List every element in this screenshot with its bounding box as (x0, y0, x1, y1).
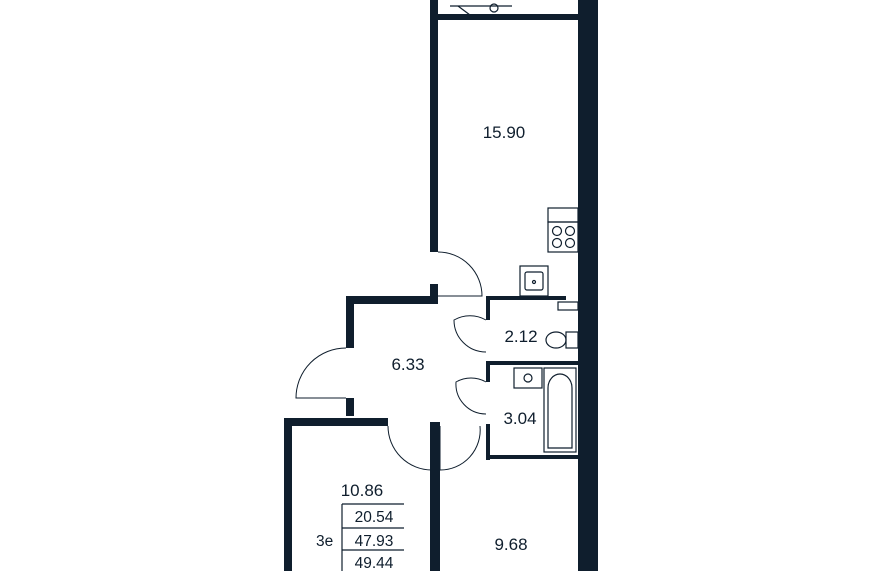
bath-wall-bottom (486, 455, 580, 459)
stove-icon (547, 207, 579, 253)
wc-bath-divider (486, 361, 580, 365)
bathroom-door (455, 377, 487, 415)
kitchen-wall-left (430, 14, 438, 252)
area-summary-box (341, 503, 404, 571)
room-area-hall: 6.33 (391, 355, 424, 374)
room-area-room-left: 10.86 (341, 481, 384, 500)
living-area: 20.54 (355, 509, 394, 526)
room-left-door (387, 425, 433, 471)
bath-wall-left-lower (486, 424, 490, 460)
kitchen-sink-icon (519, 265, 549, 297)
wall-top-left (430, 0, 438, 18)
hall-wall-left-lower (346, 398, 354, 416)
bathtub-icon (543, 367, 577, 453)
kitchen-door (437, 251, 483, 297)
wc-wall-left-upper (486, 296, 490, 320)
room-left-wall-top (284, 418, 388, 426)
hall-wall-top (346, 296, 438, 304)
washbasin-icon (513, 367, 543, 389)
kitchen-wall-left-lower (430, 284, 438, 304)
balcony-door-icon (450, 3, 512, 19)
wc-wall-top (486, 296, 566, 300)
room-area-room-right: 9.68 (494, 535, 527, 554)
partition-bottom (430, 422, 440, 571)
room-area-toilet: 2.12 (504, 327, 537, 346)
total-area: 47.93 (355, 533, 394, 550)
total-area-with-balcony: 49.44 (355, 555, 394, 571)
hall-wall-left-upper (346, 296, 354, 348)
entrance-door (295, 347, 347, 399)
wall-top (430, 14, 598, 20)
apartment-tag: 3e (316, 533, 333, 550)
room-area-bathroom: 3.04 (503, 409, 536, 428)
room-right-door (439, 425, 481, 471)
room-area-kitchen-living: 15.90 (483, 123, 526, 142)
toilet-door (453, 315, 487, 353)
room-left-wall-left (284, 418, 292, 571)
wc-wall-left-mid (486, 362, 490, 382)
toilet-icon (545, 301, 579, 349)
exterior-wall-right (578, 0, 598, 571)
